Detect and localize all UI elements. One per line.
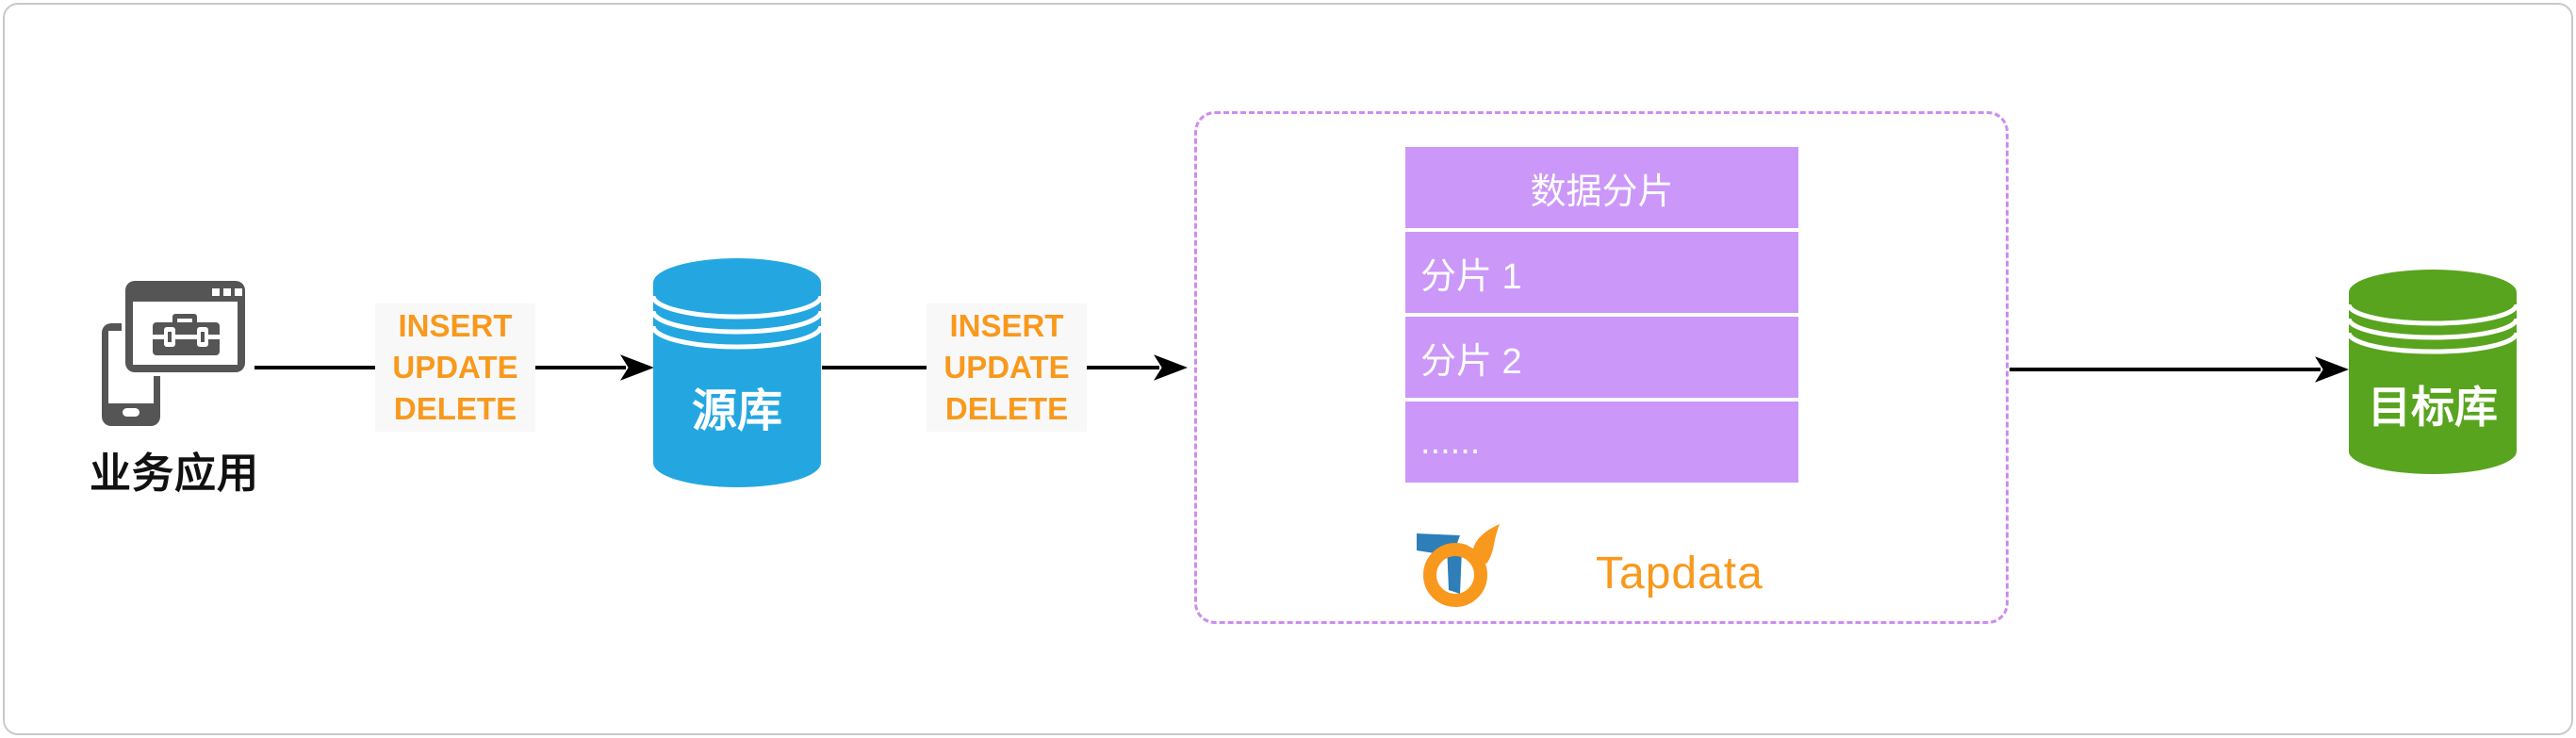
target-database: 目标库 [2349, 270, 2517, 474]
cdc-update-label: UPDATE [943, 350, 1070, 385]
briefcase-icon [153, 314, 220, 355]
shard-row-1: 分片 1 [1405, 232, 1798, 313]
tapdata-logo-icon [1417, 524, 1500, 607]
business-app-label: 业务应用 [90, 451, 259, 497]
source-database-label: 源库 [691, 386, 782, 436]
cdc-events-label-1: INSERT UPDATE DELETE [375, 303, 535, 432]
tapdata-container: 数据分片 分片 1 分片 2 ...... Tapdata [1194, 111, 2009, 624]
cdc-events-label-2: INSERT UPDATE DELETE [927, 303, 1087, 432]
shard-table: 数据分片 分片 1 分片 2 ...... [1405, 147, 1798, 486]
cdc-delete-label: DELETE [393, 391, 517, 426]
cdc-delete-label: DELETE [944, 391, 1069, 426]
source-database: 源库 [653, 258, 821, 487]
shard-row-ellipsis: ...... [1405, 402, 1798, 483]
shard-row-2: 分片 2 [1405, 317, 1798, 398]
browser-window-icon [125, 281, 245, 372]
database-icon [653, 258, 821, 487]
database-icon [2349, 270, 2517, 474]
cdc-insert-label: INSERT [949, 308, 1064, 343]
cdc-insert-label: INSERT [398, 308, 513, 343]
shard-table-header: 数据分片 [1405, 147, 1798, 228]
target-database-label: 目标库 [2368, 383, 2498, 432]
arrow-line [2010, 368, 2321, 371]
cdc-update-label: UPDATE [392, 350, 518, 385]
business-app-icon [102, 279, 249, 426]
tapdata-wordmark: Tapdata [1596, 549, 1764, 599]
